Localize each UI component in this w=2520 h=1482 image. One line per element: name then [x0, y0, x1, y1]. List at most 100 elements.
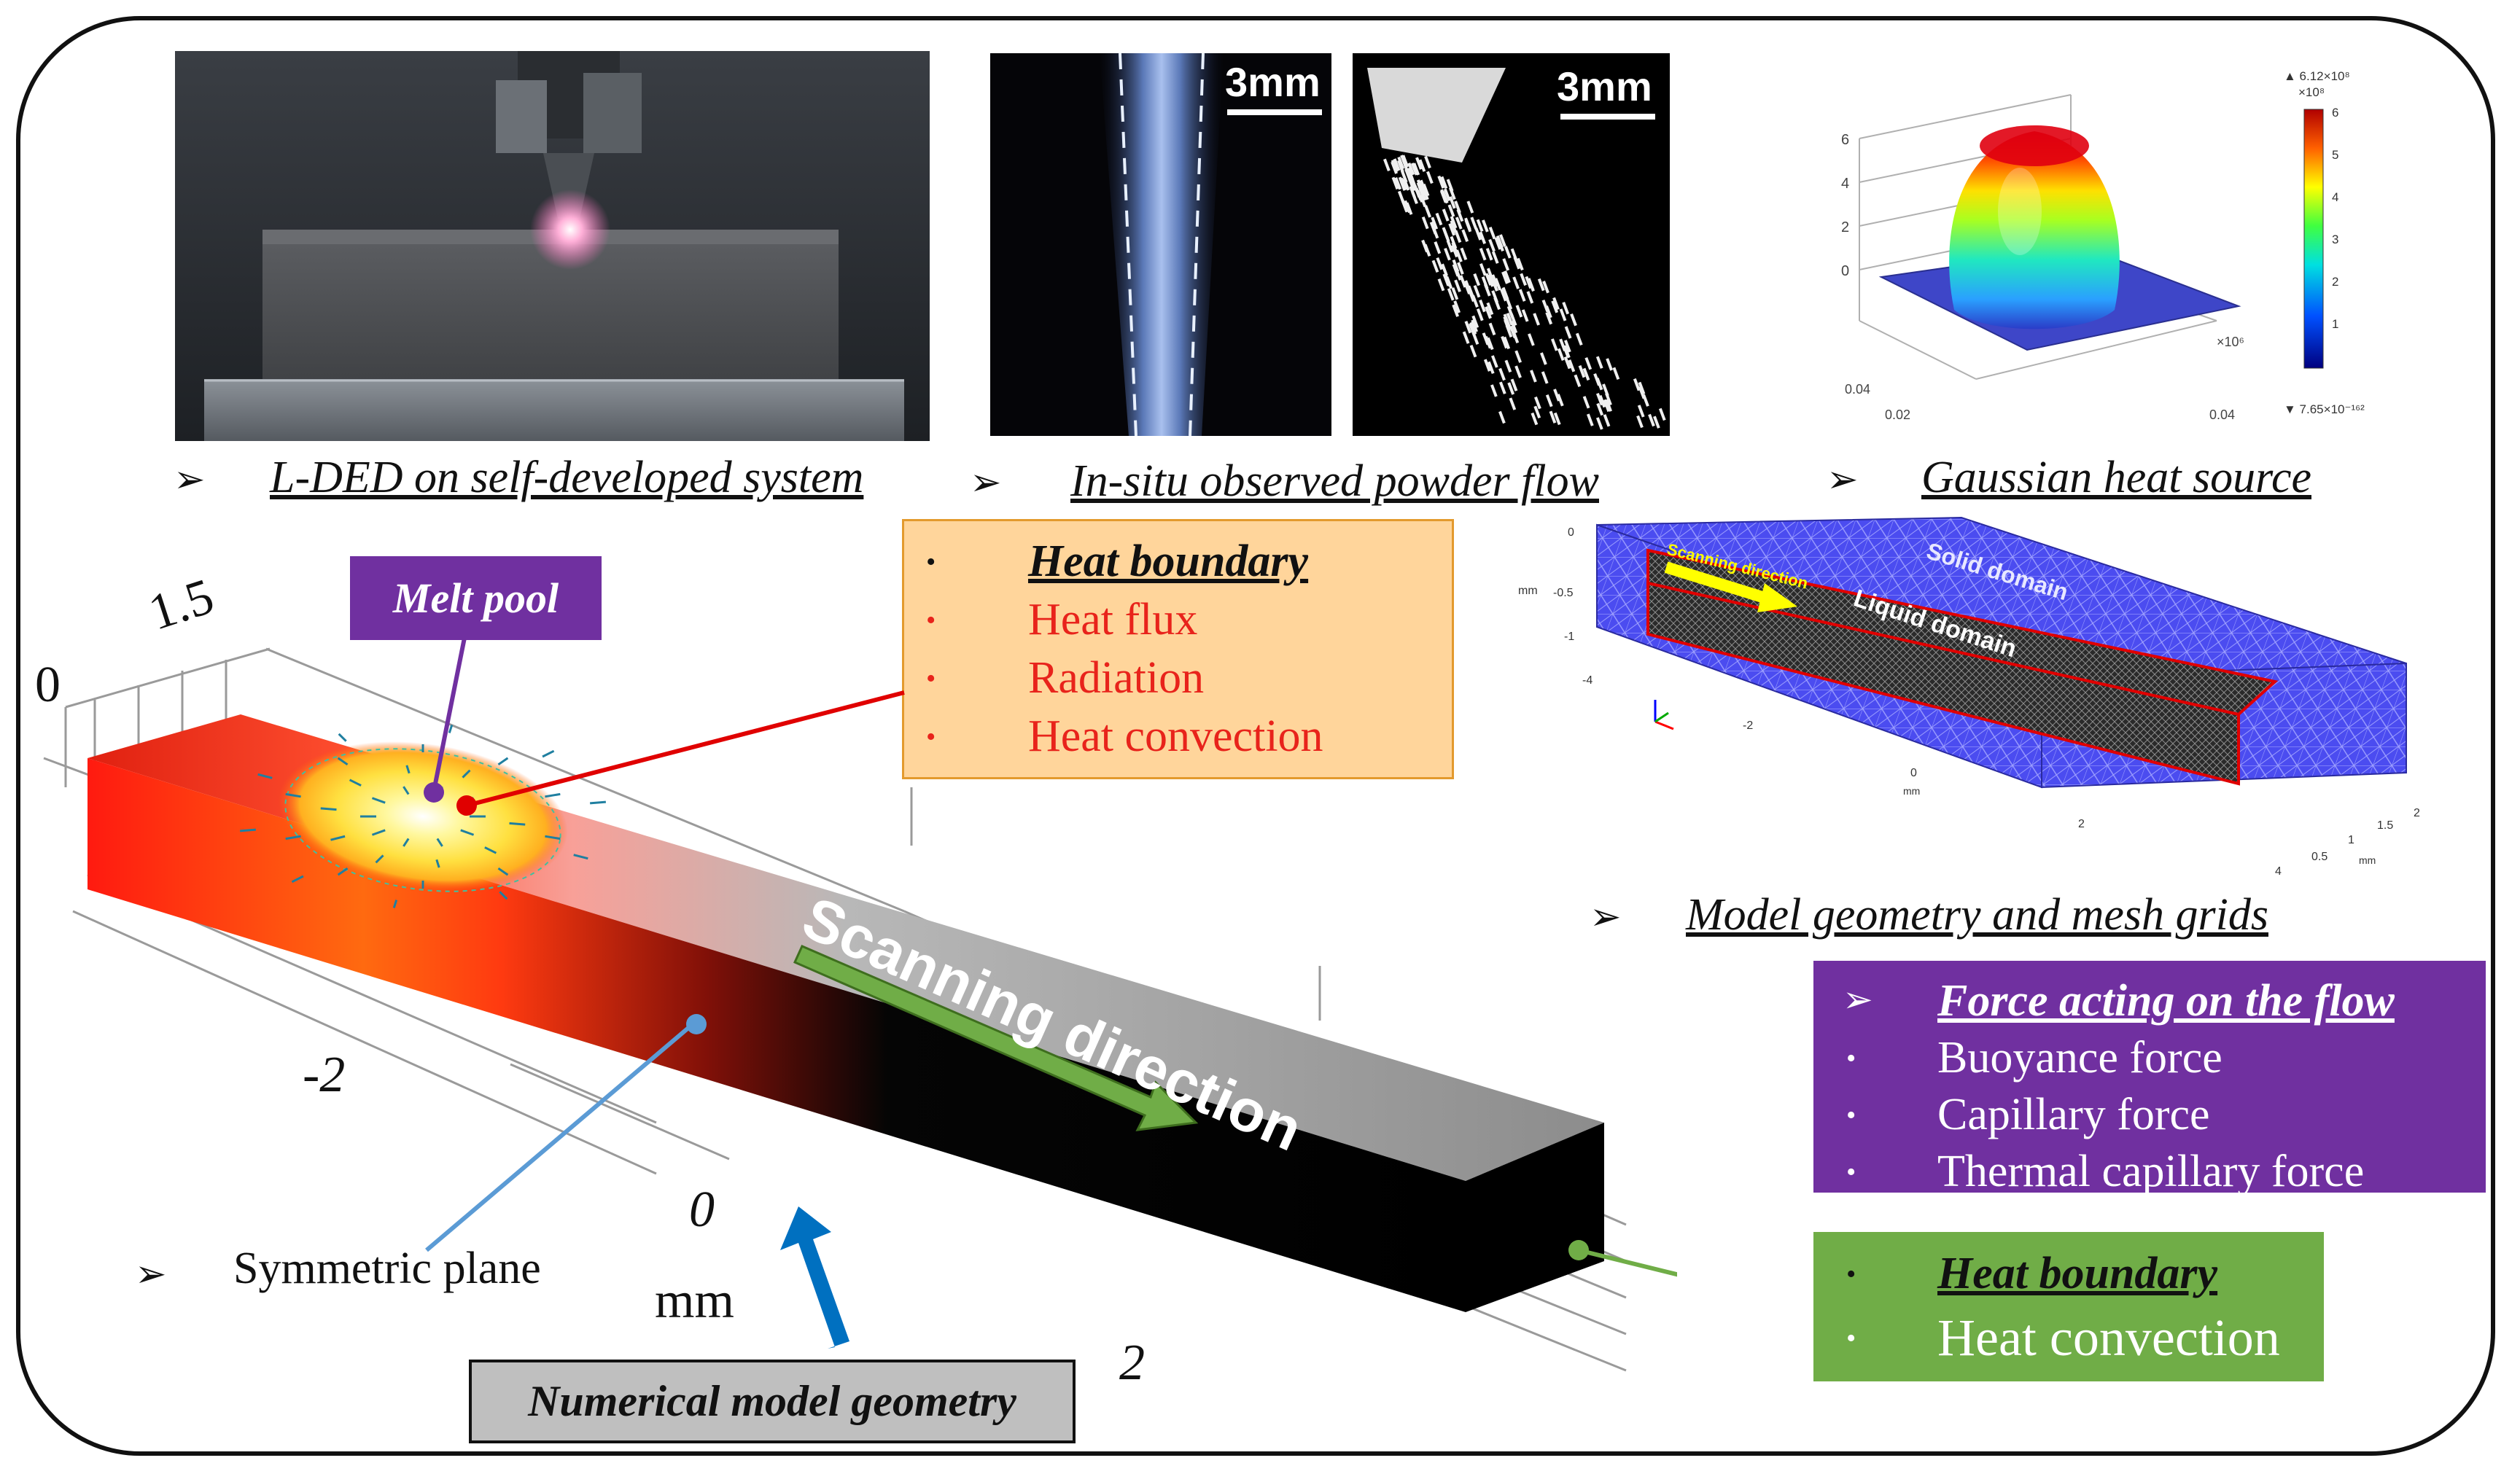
- powder-particle: [1459, 275, 1467, 288]
- axis-label-2: 2: [1119, 1335, 1145, 1391]
- powder-particle: [1447, 204, 1455, 217]
- powder-particle: [1537, 278, 1545, 292]
- powder-particle: [1483, 284, 1491, 297]
- powder-particle: [1498, 410, 1506, 424]
- powder-particle: [1556, 394, 1564, 407]
- powder-particle: [1450, 216, 1458, 229]
- mesh-y-tick: -1: [1564, 631, 1574, 643]
- flow-vector: [320, 807, 337, 811]
- powder-particle: [1485, 306, 1492, 319]
- powder-particle: [1457, 262, 1464, 275]
- caption-arrow-icon: ➢: [174, 459, 206, 501]
- flow-vector: [509, 822, 526, 826]
- powder-particle: [1424, 205, 1431, 218]
- powder-particle: [1418, 159, 1426, 172]
- flow-vector: [497, 867, 509, 876]
- powder-particle: [1584, 357, 1592, 370]
- powder-particle: [1491, 290, 1499, 303]
- powder-particle: [1563, 340, 1571, 353]
- gaussian-z-tick: 4: [1841, 176, 1849, 192]
- powder-particle: [1486, 268, 1494, 281]
- gaussian-x-tick: 0.04: [1845, 382, 1870, 397]
- powder-particle: [1533, 405, 1541, 419]
- powder-particle: [1426, 171, 1434, 184]
- powder-particle: [1549, 410, 1557, 424]
- powder-particle: [1444, 273, 1451, 286]
- powder-particle: [1550, 338, 1558, 351]
- powder-particle: [1479, 247, 1487, 261]
- powder-particle: [1450, 220, 1458, 233]
- powder-particle: [1491, 251, 1499, 264]
- powder-particle: [1494, 278, 1502, 291]
- flow-vector: [371, 797, 386, 804]
- powder-particle: [1504, 246, 1512, 259]
- powder-particle: [1400, 155, 1407, 168]
- flow-vector: [545, 835, 561, 841]
- flow-vector: [436, 838, 443, 847]
- powder-particle: [1505, 324, 1513, 338]
- powder-particle: [1442, 229, 1450, 242]
- caption-arrow-icon: ➢: [1827, 459, 1859, 501]
- powder-particle: [1551, 300, 1559, 313]
- scale-label-left: 3mm: [1225, 59, 1321, 105]
- flow-vector: [392, 900, 398, 908]
- powder-particle: [1503, 336, 1511, 350]
- powder-particle: [1424, 155, 1431, 169]
- powder-particle: [1407, 167, 1415, 181]
- mesh-z-unit: mm: [2359, 854, 2376, 866]
- powder-particle: [1491, 274, 1498, 287]
- powder-particle: [1487, 361, 1495, 375]
- thermal-capillary-force-item: Thermal capillary force: [1937, 1147, 2365, 1196]
- mesh-x-tick: 4: [2275, 865, 2282, 878]
- powder-particle: [1486, 337, 1494, 351]
- powder-particle: [1479, 231, 1487, 244]
- melt-pool-tag: Melt pool: [350, 556, 602, 640]
- bullet-icon: •: [1846, 1157, 1856, 1187]
- powder-particle: [1534, 396, 1541, 410]
- powder-particle: [1391, 176, 1399, 190]
- powder-particle: [1515, 305, 1523, 318]
- mesh-x-unit: mm: [1903, 785, 1920, 797]
- flow-vector: [590, 800, 606, 805]
- axis-label-mm: mm: [655, 1273, 734, 1329]
- powder-particle: [1419, 179, 1427, 192]
- powder-particle: [1542, 281, 1549, 294]
- powder-particle: [1462, 331, 1470, 344]
- flow-vector: [460, 829, 475, 836]
- gaussian-min-label: ▼ 7.65×10⁻¹⁶²: [2284, 402, 2365, 416]
- powder-particle: [1521, 309, 1529, 322]
- powder-particle: [1545, 311, 1553, 325]
- heat-flux-item: Heat flux: [1028, 595, 1198, 644]
- powder-particle: [1602, 383, 1609, 397]
- powder-particle: [1528, 333, 1535, 346]
- gaussian-colorbar-tick: 2: [2332, 275, 2338, 289]
- powder-particle: [1454, 279, 1461, 292]
- bullet-icon: •: [1846, 1100, 1856, 1131]
- powder-particle: [1653, 416, 1660, 429]
- powder-particle: [1410, 163, 1418, 176]
- powder-particle: [1559, 308, 1567, 321]
- powder-particle: [1471, 315, 1479, 329]
- axis-label-minus-2: -2: [303, 1047, 346, 1103]
- gaussian-colorbar-tick: 4: [2332, 190, 2338, 204]
- powder-particle: [1582, 396, 1590, 409]
- powder-particle: [1451, 244, 1458, 258]
- axis-label-0-left: 0: [35, 657, 61, 713]
- scale-bar-right: [1560, 114, 1655, 120]
- powder-particle: [1440, 176, 1448, 190]
- powder-particle: [1451, 287, 1459, 300]
- powder-particle: [1514, 365, 1522, 378]
- powder-particle: [1637, 405, 1645, 418]
- powder-particle: [1510, 378, 1518, 391]
- powder-particle: [1509, 397, 1517, 410]
- powder-particle: [1595, 392, 1603, 406]
- heat-convection-bottom-item: Heat convection: [1937, 1309, 2280, 1367]
- powder-particle: [1545, 394, 1553, 407]
- powder-particle: [1525, 276, 1533, 289]
- powder-particle: [1512, 276, 1520, 289]
- gaussian-colorbar-tick: 5: [2332, 148, 2338, 162]
- flow-vector: [257, 773, 273, 779]
- powder-particle: [1444, 247, 1451, 261]
- powder-particle: [1603, 399, 1611, 413]
- melt-pool-label: Melt pool: [392, 574, 559, 622]
